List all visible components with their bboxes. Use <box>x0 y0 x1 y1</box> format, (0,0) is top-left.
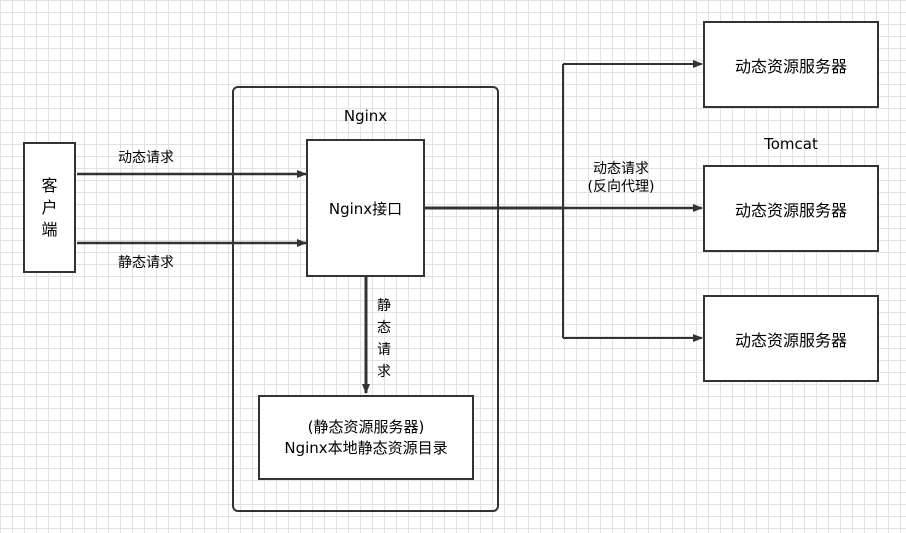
reverse-proxy-line2: (反向代理) <box>587 179 655 195</box>
static-request-label: 静态请求 <box>118 255 174 271</box>
server-label: 动态资源服务器 <box>734 330 847 350</box>
reverse-proxy-label: 动态请求 (反向代理) <box>568 160 674 196</box>
local-static-node: (静态资源服务器) Nginx本地静态资源目录 <box>258 395 474 480</box>
client-label-char: 户 <box>41 197 58 217</box>
client-label-char: 端 <box>41 219 58 239</box>
server-label: 动态资源服务器 <box>734 200 847 220</box>
vertical-char: 请 <box>377 342 391 358</box>
dynamic-server-node: 动态资源服务器 <box>703 165 879 252</box>
tomcat-label: Tomcat <box>764 135 818 153</box>
dynamic-request-label: 动态请求 <box>118 150 174 166</box>
nginx-title: Nginx <box>343 107 388 125</box>
nginx-interface-node: Nginx接口 <box>306 139 425 277</box>
dynamic-server-node: 动态资源服务器 <box>703 21 879 108</box>
static-request-vertical-label: 静 态 请 求 <box>376 295 392 383</box>
local-static-line1: (静态资源服务器) <box>307 417 425 436</box>
reverse-proxy-line1: 动态请求 <box>593 161 649 177</box>
dynamic-server-node: 动态资源服务器 <box>703 295 879 382</box>
nginx-container <box>232 86 499 512</box>
vertical-char: 静 <box>377 298 391 314</box>
client-label: 客 户 端 <box>41 175 57 241</box>
vertical-char: 态 <box>377 320 391 336</box>
vertical-char: 求 <box>377 364 391 380</box>
client-node: 客 户 端 <box>23 142 76 273</box>
server-label: 动态资源服务器 <box>734 56 847 76</box>
nginx-interface-label: Nginx接口 <box>328 199 403 218</box>
client-label-char: 客 <box>41 175 58 195</box>
local-static-line2: Nginx本地静态资源目录 <box>284 438 448 457</box>
